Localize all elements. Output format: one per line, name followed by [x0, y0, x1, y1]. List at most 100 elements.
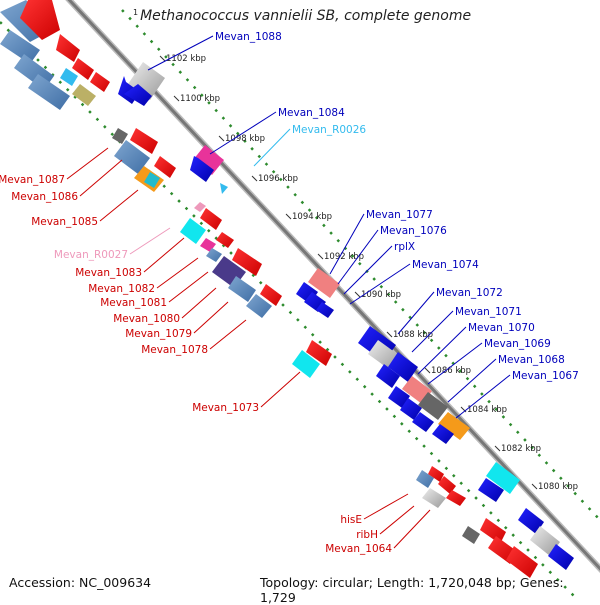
gene-mevan-1081 — [206, 248, 222, 262]
gene-label[interactable]: Mevan_1073 — [192, 402, 259, 414]
gene-arrow — [130, 128, 158, 154]
gene-arrow — [438, 476, 456, 494]
forward-strand-features — [0, 0, 538, 578]
callout-line — [181, 287, 217, 319]
tick-label: 1098 kbp — [225, 134, 265, 144]
gene-label[interactable]: Mevan_1087 — [0, 174, 65, 186]
tick-label: 1094 kbp — [292, 212, 332, 222]
gene-label[interactable]: rplX — [394, 241, 415, 253]
gene-mevan-1079 — [228, 276, 256, 302]
callout-line — [260, 371, 301, 408]
callout-line — [411, 310, 454, 353]
tick-mark — [354, 291, 361, 298]
gene-arrow — [478, 478, 504, 502]
tick-mark — [531, 483, 538, 490]
gene-block — [462, 526, 480, 544]
organism-name: Methanococcus vannielii SB, complete gen… — [140, 8, 472, 24]
gene-label[interactable]: Mevan_1081 — [100, 297, 167, 309]
tick-label: 1096 kbp — [258, 174, 298, 184]
callout-line — [393, 509, 431, 549]
tick-mark — [159, 55, 166, 62]
gene-mevan-1083 — [180, 218, 206, 244]
tick-label: 1100 kbp — [180, 94, 220, 104]
gene-arrow — [548, 544, 574, 570]
gene-arrow — [376, 364, 400, 388]
gene-arrow — [216, 232, 234, 248]
gene-label[interactable]: Mevan_1085 — [31, 216, 98, 228]
tick-marks: 1102 kbp 1100 kbp 1098 kbp 1096 kbp 1094 kbp… — [159, 54, 578, 492]
gene-label[interactable]: Mevan_1074 — [412, 259, 479, 271]
callout-line — [129, 227, 171, 255]
callout-line — [329, 213, 365, 275]
gene-label[interactable]: ribH — [356, 529, 378, 541]
gene-label[interactable]: Mevan_1086 — [11, 191, 78, 203]
gene-label[interactable]: Mevan_1069 — [484, 338, 551, 350]
callout-line — [168, 271, 209, 303]
tick-mark — [173, 95, 180, 102]
tick-label: 1102 kbp — [166, 54, 206, 64]
gene-block — [72, 84, 96, 106]
callout-line — [349, 263, 411, 305]
gene-arrow — [306, 340, 332, 366]
gene-mevan-1087 — [112, 128, 128, 144]
tick-label: 1086 kbp — [431, 366, 471, 376]
gene-arrow — [428, 466, 444, 482]
gene-label[interactable]: Mevan_1083 — [75, 267, 142, 279]
gene-block — [28, 74, 70, 110]
gene-label[interactable]: Mevan_1067 — [512, 370, 579, 382]
gene-label[interactable]: Mevan_1082 — [88, 283, 155, 295]
rna-mevan-r0026 — [220, 183, 228, 194]
gene-arrow — [190, 156, 214, 182]
gene-label[interactable]: Mevan_1064 — [325, 543, 392, 555]
tick-label: 1082 kbp — [501, 444, 541, 454]
gene-arrow — [506, 546, 538, 578]
gene-mevan-1077 — [308, 268, 340, 298]
gene-label[interactable]: hisE — [340, 514, 362, 526]
gene-label[interactable]: Mevan_1070 — [468, 322, 535, 334]
callout-line — [455, 374, 511, 419]
callout-line — [156, 257, 199, 289]
gene-label[interactable]: Mevan_R0026 — [292, 124, 366, 136]
accession-text: Accession: NC_009634 — [9, 575, 152, 590]
gene-mevan-1070 — [388, 352, 418, 382]
gene-mevan-1068 — [418, 392, 448, 420]
tick-mark — [386, 331, 393, 338]
callout-lines: Mevan_1088Mevan_1084Mevan_R0026Mevan_107… — [0, 31, 579, 555]
gene-label[interactable]: Mevan_1072 — [436, 287, 503, 299]
gene-label[interactable]: Mevan_1088 — [215, 31, 282, 43]
gene-label[interactable]: Mevan_1071 — [455, 306, 522, 318]
gene-arrow — [432, 424, 454, 444]
tick-mark — [424, 367, 431, 374]
tick-mark — [494, 445, 501, 452]
gene-label[interactable]: Mevan_1084 — [278, 107, 345, 119]
gene-mevan-1064 — [422, 488, 446, 508]
gene-mevan-1073 — [292, 350, 320, 378]
gene-arrow — [446, 490, 466, 506]
callout-line — [427, 342, 483, 385]
gene-label[interactable]: Mevan_1077 — [366, 209, 433, 221]
gene-label[interactable]: Mevan_1078 — [141, 344, 208, 356]
callout-line — [417, 326, 467, 375]
sequence-start-marker: 1 — [133, 8, 139, 17]
callout-line — [447, 358, 497, 403]
gene-arrow — [232, 248, 262, 276]
callout-line — [343, 245, 393, 295]
callout-line — [66, 147, 109, 180]
gene-mevan-1084 — [193, 145, 224, 175]
gene-arrow — [412, 412, 434, 432]
gene-label[interactable]: Mevan_1076 — [380, 225, 447, 237]
callout-line — [99, 189, 139, 222]
gene-block — [144, 172, 160, 188]
tick-label: 1080 kbp — [538, 482, 578, 492]
gene-arrow — [518, 508, 544, 534]
gene-mevan-1086 — [114, 140, 150, 174]
callout-line — [337, 229, 379, 285]
gene-label[interactable]: Mevan_1068 — [498, 354, 565, 366]
gene-arrow — [388, 386, 410, 408]
gene-arrow — [316, 302, 334, 318]
gene-block — [416, 470, 434, 488]
gene-label[interactable]: Mevan_1080 — [113, 313, 180, 325]
gene-label[interactable]: Mevan_R0027 — [54, 249, 128, 261]
gene-label[interactable]: Mevan_1079 — [125, 328, 192, 340]
